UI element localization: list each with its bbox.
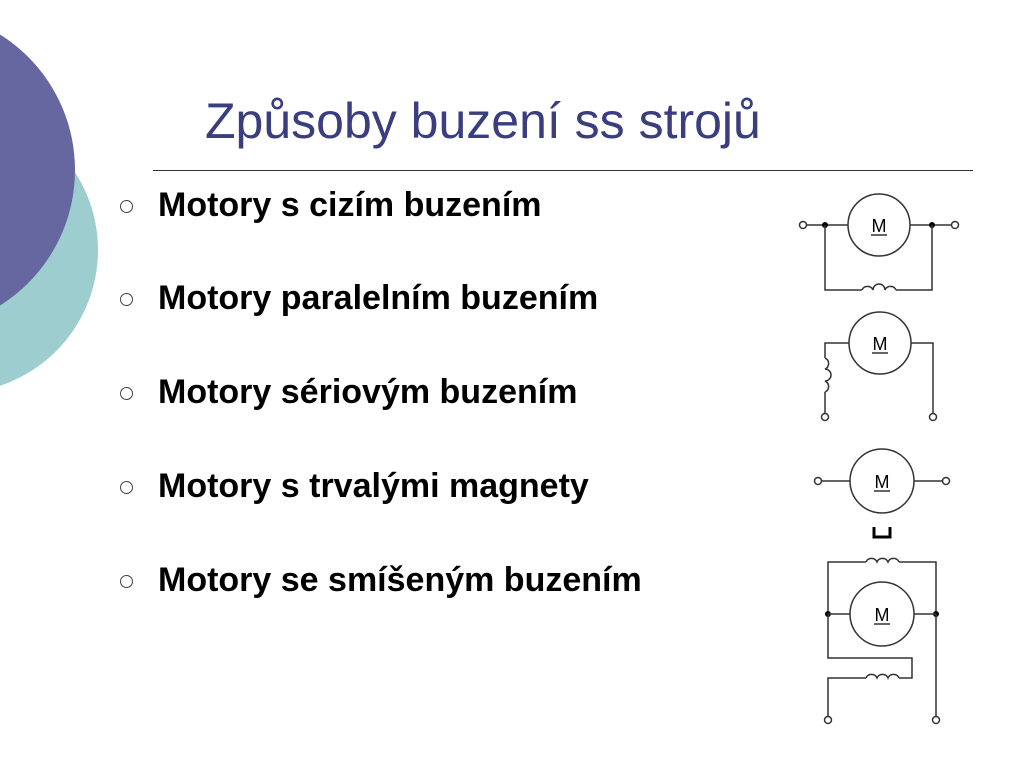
circuit-series-excitation: M xyxy=(820,311,938,422)
title-divider xyxy=(153,170,973,171)
motor-circuit-diagrams: M M M M xyxy=(798,193,960,725)
motor-label: M xyxy=(873,334,888,354)
bullet-label: Motory paralelním buzením xyxy=(158,279,599,317)
decorative-circles xyxy=(0,34,98,386)
coil-icon xyxy=(865,673,900,680)
motor-label: M xyxy=(872,216,887,236)
bullet-circle-icon xyxy=(120,293,133,306)
purple-circle xyxy=(0,34,75,306)
magnet-icon xyxy=(872,527,892,539)
coil-icon xyxy=(865,557,900,564)
motor-label: M xyxy=(875,605,890,625)
circuit-permanent-magnets: M xyxy=(813,448,951,539)
slide-title: Způsoby buzení ss strojů xyxy=(205,93,761,149)
bullet-circle-icon xyxy=(120,481,133,494)
circuit-separate-excitation: M xyxy=(798,193,960,291)
bullet-label: Motory s trvalými magnety xyxy=(158,467,589,505)
bullet-label: Motory s cizím buzením xyxy=(158,186,542,224)
bullet-label: Motory se smíšeným buzením xyxy=(158,561,642,599)
circuit-compound-excitation: M xyxy=(823,557,941,725)
bullet-circle-icon xyxy=(120,200,133,213)
bullet-circle-icon xyxy=(120,575,133,588)
bullet-circle-icon xyxy=(120,387,133,400)
coil-icon xyxy=(861,283,897,291)
coil-icon xyxy=(824,357,832,393)
bullet-label: Motory sériovým buzením xyxy=(158,373,578,411)
motor-label: M xyxy=(875,472,890,492)
